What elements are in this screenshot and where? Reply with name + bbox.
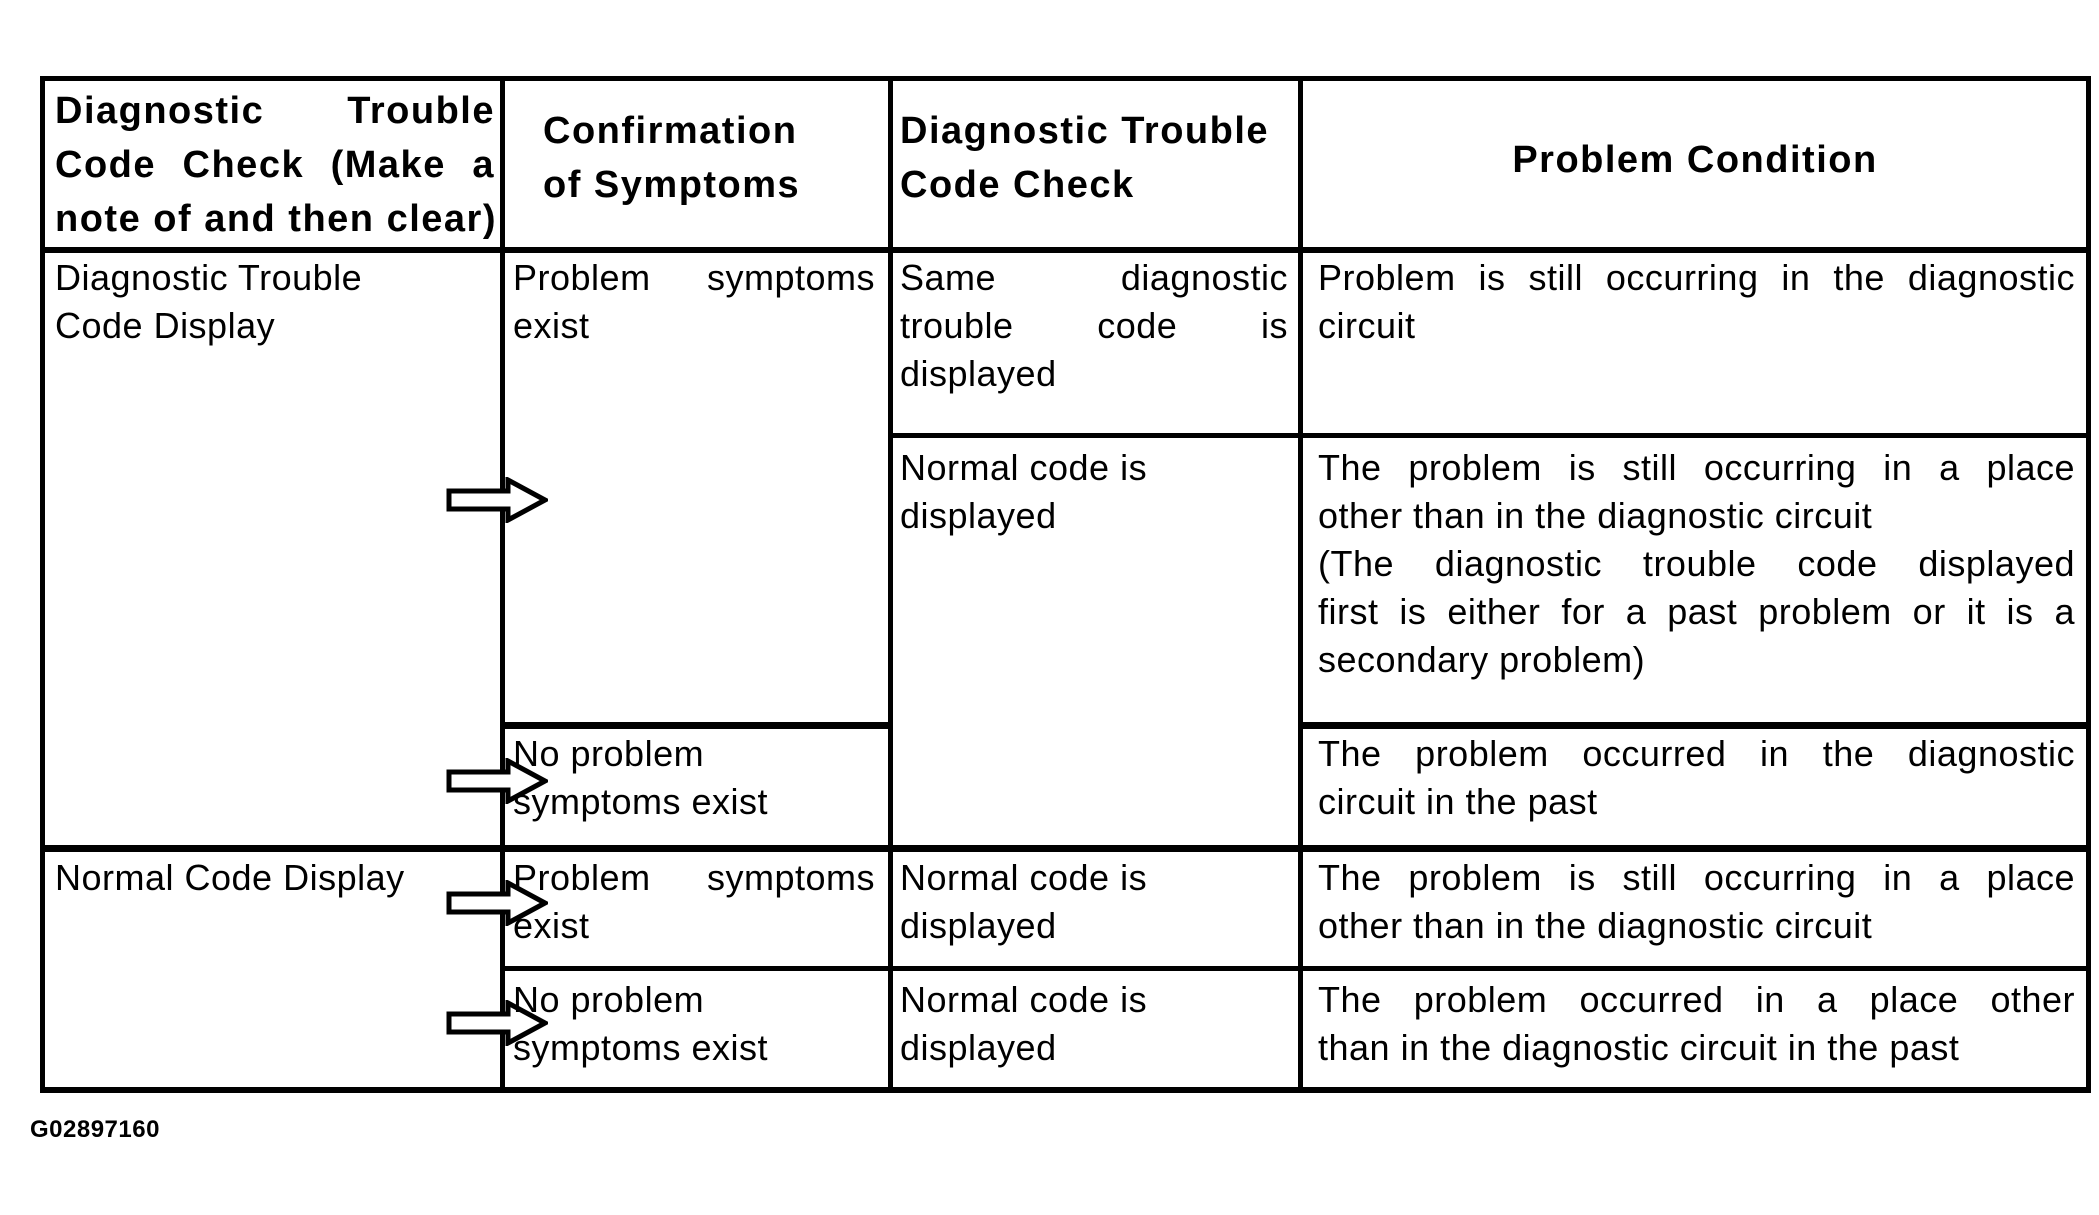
header-cell-problem-condition: Problem Condition (1315, 133, 2075, 187)
cell-text-line: The problem is still occurring in a plac… (1318, 857, 2075, 898)
cell-text-line: Diagnostic Trouble (55, 257, 363, 298)
cell-text-line: Normal code is (900, 857, 1148, 898)
row-divider-condition-1 (1298, 722, 2091, 729)
header-cell-confirmation: Confirmation of Symptoms (543, 104, 878, 212)
cell-text-line: The problem occurred in the diagnostic (1318, 733, 2075, 774)
cell-text-line: displayed (900, 905, 1057, 946)
right-block-arrow-icon (446, 880, 548, 926)
cell-text-line: secondary problem) (1318, 639, 1646, 680)
right-block-arrow-icon (446, 758, 548, 804)
cell-condition-4: The problem is still occurring in a plac… (1318, 854, 2075, 950)
cell-text-line: Diagnostic Trouble (900, 110, 1270, 152)
cell-text-line: The problem occurred in a place other (1318, 979, 2075, 1020)
right-block-arrow-icon (446, 477, 548, 523)
cell-text-line: displayed (900, 353, 1057, 394)
cell-text-line: Diagnostic Trouble (55, 90, 495, 132)
cell-text-line: Problem Condition (1512, 139, 1878, 181)
cell-text-line: circuit in the past (1318, 781, 1598, 822)
cell-text-line: other than in the diagnostic circuit (1318, 495, 1873, 536)
cell-problem-symptoms-1: Problem symptoms exist (513, 254, 875, 350)
figure-code: G02897160 (30, 1116, 160, 1143)
cell-text-line: Code Display (55, 305, 276, 346)
cell-no-problem-symptoms-2: No problem symptoms exist (513, 976, 875, 1072)
cell-text-line: displayed (900, 1027, 1057, 1068)
cell-text-line: trouble code is (900, 305, 1288, 346)
table-top-border (40, 76, 2091, 81)
column-divider-2 (888, 76, 893, 1092)
cell-text-line: Normal Code Display (55, 857, 405, 898)
cell-text-line: No problem (513, 979, 705, 1020)
cell-text-line: symptoms exist (513, 1027, 769, 1068)
cell-normal-code-display: Normal Code Display (55, 854, 495, 902)
cell-text-line: first is either for a past problem or it… (1318, 591, 2075, 632)
cell-text-line: exist (513, 305, 590, 346)
cell-text-line: Normal code is (900, 447, 1148, 488)
cell-text-line: Same diagnostic (900, 257, 1288, 298)
column-divider-3 (1298, 76, 1303, 1092)
row-divider-symptoms-1 (500, 722, 893, 729)
cell-text-line: than in the diagnostic circuit in the pa… (1318, 1027, 1960, 1068)
cell-text-line: Code Check (Make a (55, 144, 495, 186)
row-divider-check-1 (888, 433, 2091, 438)
cell-text-line: displayed (900, 495, 1057, 536)
table-left-border (40, 76, 45, 1092)
cell-normal-code-displayed-1: Normal code is displayed (900, 444, 1288, 540)
cell-text-line: note of and then clear) (55, 198, 497, 240)
cell-text-line: Code Check (900, 164, 1135, 206)
cell-normal-code-displayed-2: Normal code is displayed (900, 854, 1288, 950)
header-bottom-border (40, 247, 2091, 253)
cell-text-line: exist (513, 905, 590, 946)
cell-text-line: Problem symptoms (513, 857, 875, 898)
table-bottom-border (40, 1087, 2091, 1093)
cell-text-line: Problem is still occurring in the diagno… (1318, 257, 2075, 298)
column-divider-1 (500, 76, 505, 1092)
cell-text-line: other than in the diagnostic circuit (1318, 905, 1873, 946)
row-divider-symptoms-2 (500, 966, 2091, 971)
cell-condition-1: Problem is still occurring in the diagno… (1318, 254, 2075, 350)
cell-same-code-displayed: Same diagnostic trouble code is displayed (900, 254, 1288, 398)
cell-text-line: of Symptoms (543, 164, 801, 206)
cell-text-line: The problem is still occurring in a plac… (1318, 447, 2075, 488)
cell-text-line: circuit (1318, 305, 1416, 346)
cell-no-problem-symptoms-1: No problem symptoms exist (513, 730, 875, 826)
cell-text-line: (The diagnostic trouble code displayed (1318, 543, 2075, 584)
cell-text-line: No problem (513, 733, 705, 774)
cell-text-line: symptoms exist (513, 781, 769, 822)
right-block-arrow-icon (446, 1000, 548, 1046)
cell-condition-3: The problem occurred in the diagnostic ci… (1318, 730, 2075, 826)
table-right-border (2086, 76, 2091, 1092)
cell-condition-2: The problem is still occurring in a plac… (1318, 444, 2075, 684)
cell-text-line: Confirmation (543, 110, 798, 152)
cell-condition-5: The problem occurred in a place other tha… (1318, 976, 2075, 1072)
cell-text-line: Problem symptoms (513, 257, 875, 298)
cell-normal-code-displayed-3: Normal code is displayed (900, 976, 1288, 1072)
group-divider (40, 845, 2091, 852)
cell-problem-symptoms-2: Problem symptoms exist (513, 854, 875, 950)
cell-text-line: Normal code is (900, 979, 1148, 1020)
